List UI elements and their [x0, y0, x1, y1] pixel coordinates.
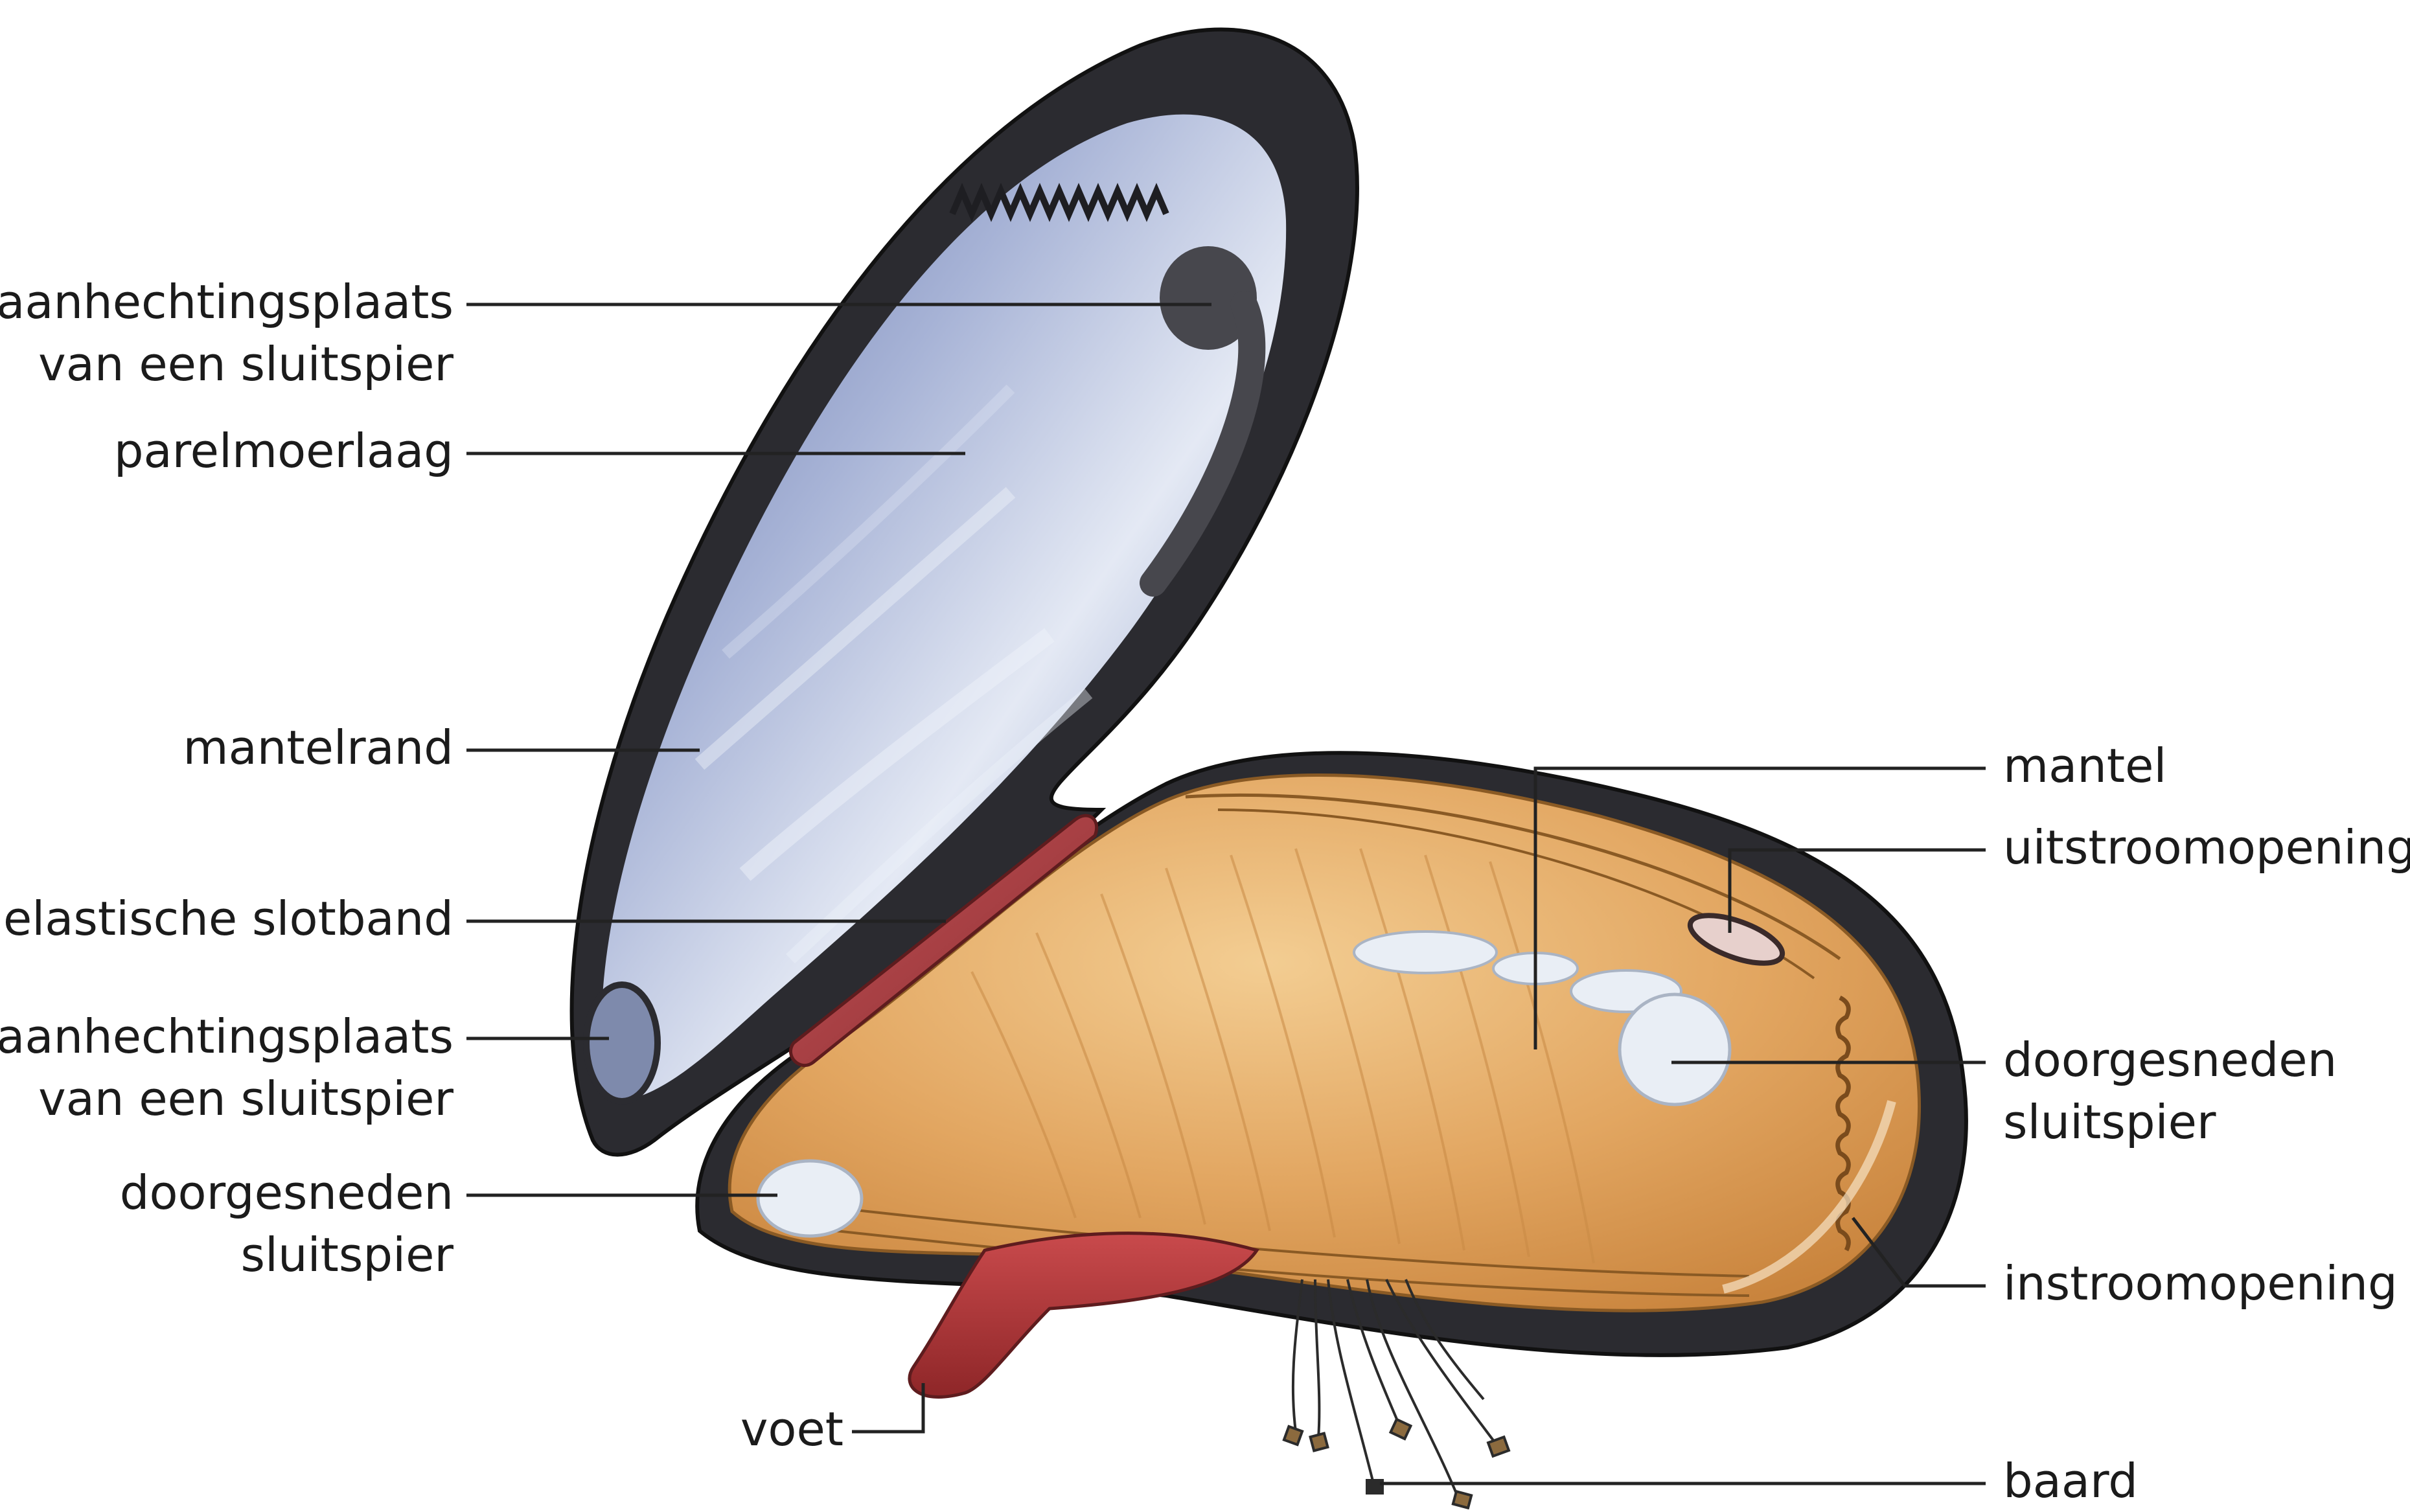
label-foot-line-1: voet	[740, 1398, 844, 1460]
label-cut-muscle-right-line-1: doorgesneden	[2003, 1029, 2337, 1091]
cut-muscle-right	[1620, 994, 1730, 1105]
label-cut-muscle-right-line-2: sluitspier	[2003, 1091, 2337, 1153]
leader-foot	[852, 1383, 923, 1432]
label-mantle-line-1: mantel	[2003, 735, 2166, 797]
label-attachment-bottom-line-2: van een sluitspier	[0, 1068, 453, 1130]
label-byssus: baard	[2003, 1450, 2138, 1512]
label-cut-muscle-right: doorgesneden sluitspier	[2003, 1029, 2337, 1153]
label-ligament: elastische slotband	[3, 888, 453, 950]
label-attachment-bottom-line-1: aanhechtingsplaats	[0, 1005, 453, 1068]
label-nacre: parelmoerlaag	[114, 420, 453, 482]
label-byssus-line-1: baard	[2003, 1450, 2138, 1512]
label-nacre-line-1: parelmoerlaag	[114, 420, 453, 482]
label-exhalant: uitstroomopening	[2003, 816, 2410, 878]
attachment-scar-bottom	[586, 985, 658, 1101]
label-attachment-top-line-1: aanhechtingsplaats	[0, 271, 453, 333]
label-exhalant-line-1: uitstroomopening	[2003, 816, 2410, 878]
label-attachment-bottom: aanhechtingsplaats van een sluitspier	[0, 1005, 453, 1130]
cut-muscle-chain-1	[1354, 932, 1497, 973]
label-mantle: mantel	[2003, 735, 2166, 797]
cut-muscle-left	[758, 1161, 862, 1236]
label-mantle-edge-line-1: mantelrand	[183, 716, 453, 779]
label-cut-muscle-left-line-1: doorgesneden	[120, 1162, 453, 1224]
label-mantle-edge: mantelrand	[183, 716, 453, 779]
label-inhalant-line-1: instroomopening	[2003, 1252, 2398, 1314]
label-foot: voet	[740, 1398, 844, 1460]
label-attachment-top: aanhechtingsplaats van een sluitspier	[0, 271, 453, 395]
label-cut-muscle-left: doorgesneden sluitspier	[120, 1162, 453, 1286]
label-cut-muscle-left-line-2: sluitspier	[120, 1224, 453, 1286]
label-ligament-line-1: elastische slotband	[3, 888, 453, 950]
label-attachment-top-line-2: van een sluitspier	[0, 333, 453, 395]
label-inhalant: instroomopening	[2003, 1252, 2398, 1314]
